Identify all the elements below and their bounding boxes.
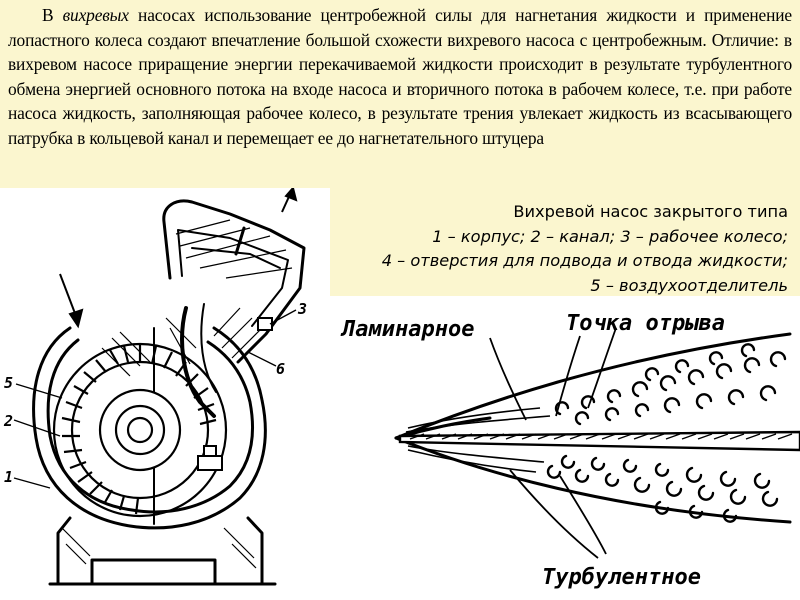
pump-label-5: 3	[297, 300, 307, 318]
label-separation-point: Точка отрыва	[566, 311, 725, 336]
vortex-pump-drawing: 5 2 1 3 6	[3, 188, 307, 586]
paragraph-lead: В	[42, 5, 63, 25]
description-text-block: В вихревых насосах использование центроб…	[0, 0, 800, 188]
boundary-layer-drawing: Ламинарное Точка отрыва Турбулентное	[340, 311, 800, 590]
caption-legend-line-1: 1 – корпус; 2 – канал; 3 – рабочее колес…	[432, 226, 788, 246]
pump-label-1: 1	[4, 468, 13, 486]
caption-title: Вихревой насос закрытого типа	[513, 202, 788, 221]
pump-label-6: 6	[276, 360, 285, 378]
caption-legend-line-3: 5 – воздухоотделитель	[590, 275, 788, 295]
caption-legend-line-2: 4 – отверстия для подвода и отвода жидко…	[381, 251, 788, 270]
figure-caption: Вихревой насос закрытого типа 1 – корпус…	[330, 188, 800, 296]
pump-label-2: 2	[3, 412, 13, 430]
pump-label-3: 5	[4, 374, 13, 392]
label-laminar: Ламинарное	[340, 317, 474, 342]
label-turbulent: Турбулентное	[542, 565, 701, 590]
paragraph-emphasis: вихревых	[62, 5, 129, 25]
description-paragraph: В вихревых насосах использование центроб…	[8, 3, 792, 151]
paragraph-body: насосах использование центробежной силы …	[8, 5, 793, 148]
